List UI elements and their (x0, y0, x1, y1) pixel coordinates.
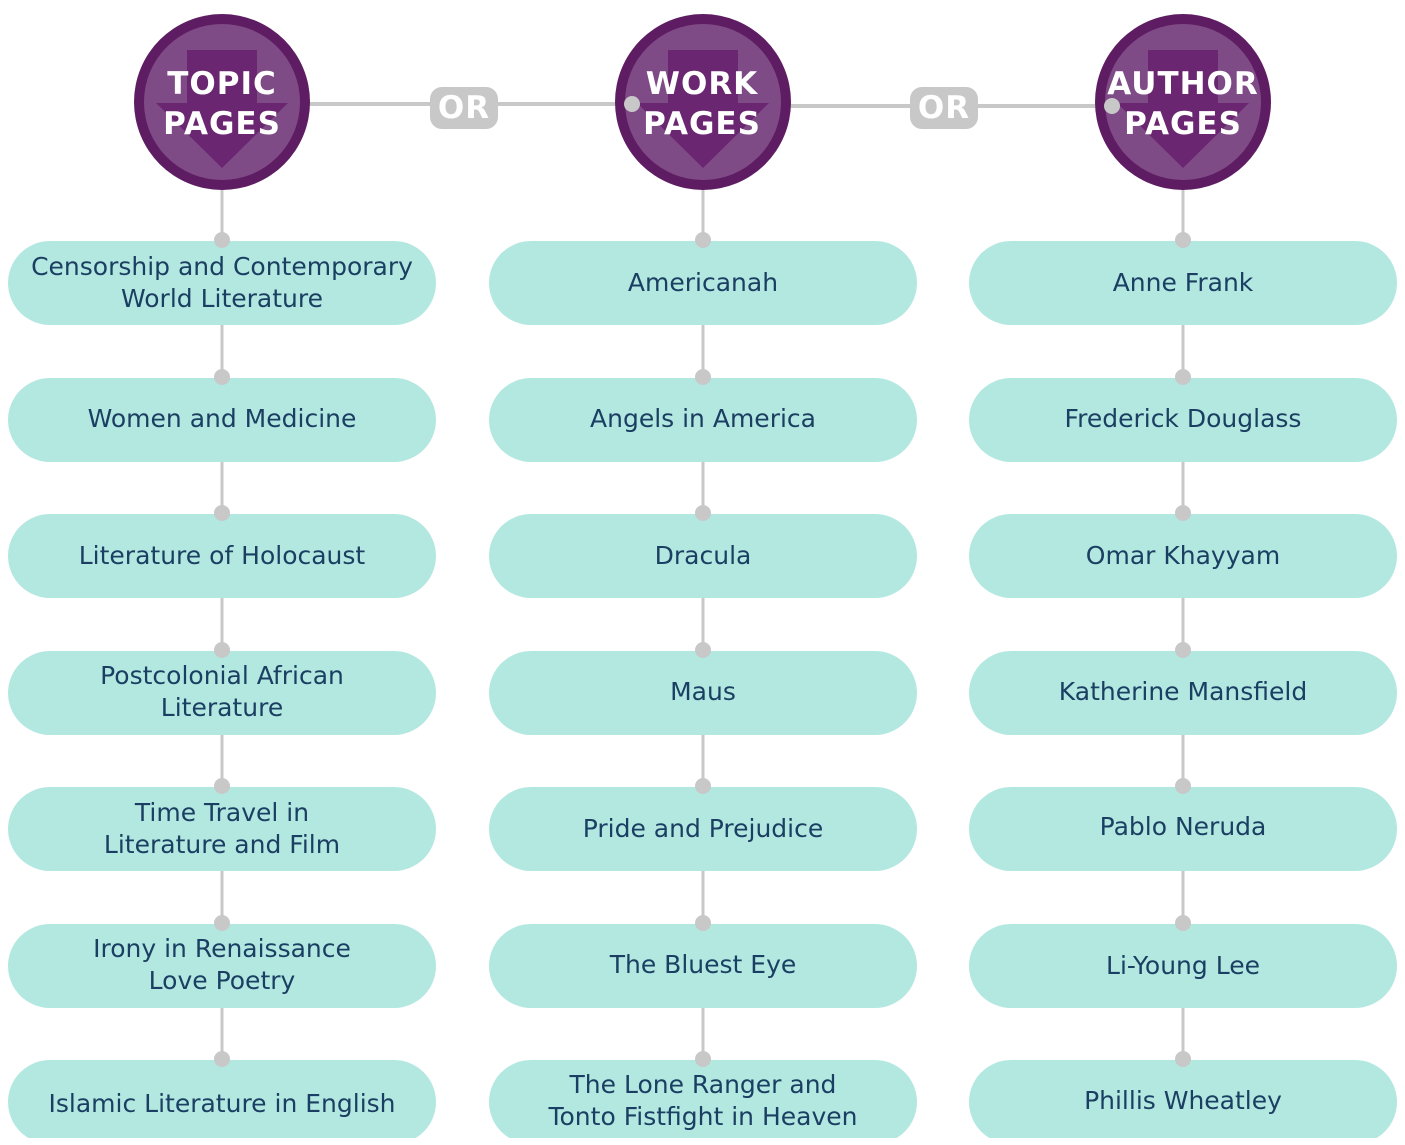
work-item-pill (489, 787, 917, 871)
work-item-pill (489, 651, 917, 735)
topic-connector-dot (214, 778, 230, 794)
work-item-text[interactable]: Angels in America (590, 404, 816, 433)
topic-connector-dot (214, 505, 230, 521)
or-badge (430, 87, 498, 129)
work-item-pill (489, 241, 917, 325)
topic-connector-dot (214, 369, 230, 385)
work-item-text[interactable]: Americanah (627, 268, 779, 297)
topic-item-pill (8, 378, 436, 462)
topic-item-pill (8, 514, 436, 598)
author-connector-dot (1175, 778, 1191, 794)
topic-connector-dot (214, 232, 230, 248)
author-item-pill (969, 924, 1397, 1008)
work-item-text[interactable]: Dracula (654, 541, 752, 570)
topic-item-text[interactable]: Time Travel in Literature and Film (103, 798, 341, 859)
topic-item-text[interactable]: Islamic Literature in English (48, 1089, 396, 1118)
work-item-text[interactable]: The Lone Ranger and Tonto Fistfight in H… (548, 1070, 858, 1131)
work-connector-dot (695, 369, 711, 385)
topic-item-text[interactable]: Irony in Renaissance Love Poetry (93, 934, 351, 995)
author-connector-dot (1175, 642, 1191, 658)
work-item-pill (489, 1060, 917, 1138)
topic-connector-dot (214, 915, 230, 931)
topic-item-text[interactable]: Literature of Holocaust (78, 541, 366, 570)
hub-label-work: WORK PAGES (643, 66, 761, 142)
hub-connector-dot (624, 96, 640, 112)
author-item-text[interactable]: Katherine Mansfield (1058, 677, 1308, 706)
work-hub-arrow-icon (637, 50, 769, 168)
topic-item-pill (8, 787, 436, 871)
work-connector-dot (695, 778, 711, 794)
work-item-text[interactable]: Maus (670, 677, 736, 706)
hub-connector-dot (1104, 98, 1120, 114)
author-connector-dot (1175, 505, 1191, 521)
work-item-text[interactable]: Pride and Prejudice (582, 814, 824, 843)
work-connector-dot (695, 915, 711, 931)
or-badge (910, 87, 978, 129)
work-connector-dot (695, 232, 711, 248)
topic-connector-dot (214, 1051, 230, 1067)
author-connector-dot (1175, 915, 1191, 931)
author-item-pill (969, 514, 1397, 598)
work-connector-dot (695, 505, 711, 521)
work-item-pill (489, 514, 917, 598)
author-item-pill (969, 378, 1397, 462)
work-connector-dot (695, 642, 711, 658)
or-label-2: OR (917, 90, 971, 126)
hub-label-topic: TOPIC PAGES (163, 66, 281, 142)
topic-item-pill (8, 241, 436, 325)
topic-item-text[interactable]: Women and Medicine (87, 404, 357, 433)
work-item-text[interactable]: The Bluest Eye (609, 950, 797, 979)
work-item-pill (489, 378, 917, 462)
author-item-text[interactable]: Pablo Neruda (1099, 812, 1267, 841)
author-item-text[interactable]: Phillis Wheatley (1084, 1086, 1282, 1115)
or-label-1: OR (437, 90, 491, 126)
topic-hub-arrow-icon (156, 50, 288, 168)
author-connector-dot (1175, 1051, 1191, 1067)
hub-label-author: AUTHOR PAGES (1107, 66, 1259, 142)
work-connector-dot (695, 1051, 711, 1067)
author-item-pill (969, 787, 1397, 871)
topic-connector-dot (214, 642, 230, 658)
author-item-text[interactable]: Frederick Douglass (1064, 404, 1302, 433)
author-item-pill (969, 1060, 1397, 1138)
author-item-text[interactable]: Li-Young Lee (1106, 951, 1260, 980)
work-item-pill (489, 924, 917, 1008)
author-connector-dot (1175, 232, 1191, 248)
topic-item-pill (8, 1060, 436, 1138)
author-hub-arrow-icon (1117, 50, 1249, 168)
topic-item-text[interactable]: Censorship and Contemporary World Litera… (31, 252, 413, 313)
topic-item-pill (8, 924, 436, 1008)
author-connector-dot (1175, 369, 1191, 385)
topic-item-text[interactable]: Postcolonial African Literature (100, 661, 344, 722)
author-item-pill (969, 241, 1397, 325)
author-item-text[interactable]: Anne Frank (1112, 268, 1254, 297)
author-item-text[interactable]: Omar Khayyam (1085, 541, 1281, 570)
topic-item-pill (8, 651, 436, 735)
author-item-pill (969, 651, 1397, 735)
